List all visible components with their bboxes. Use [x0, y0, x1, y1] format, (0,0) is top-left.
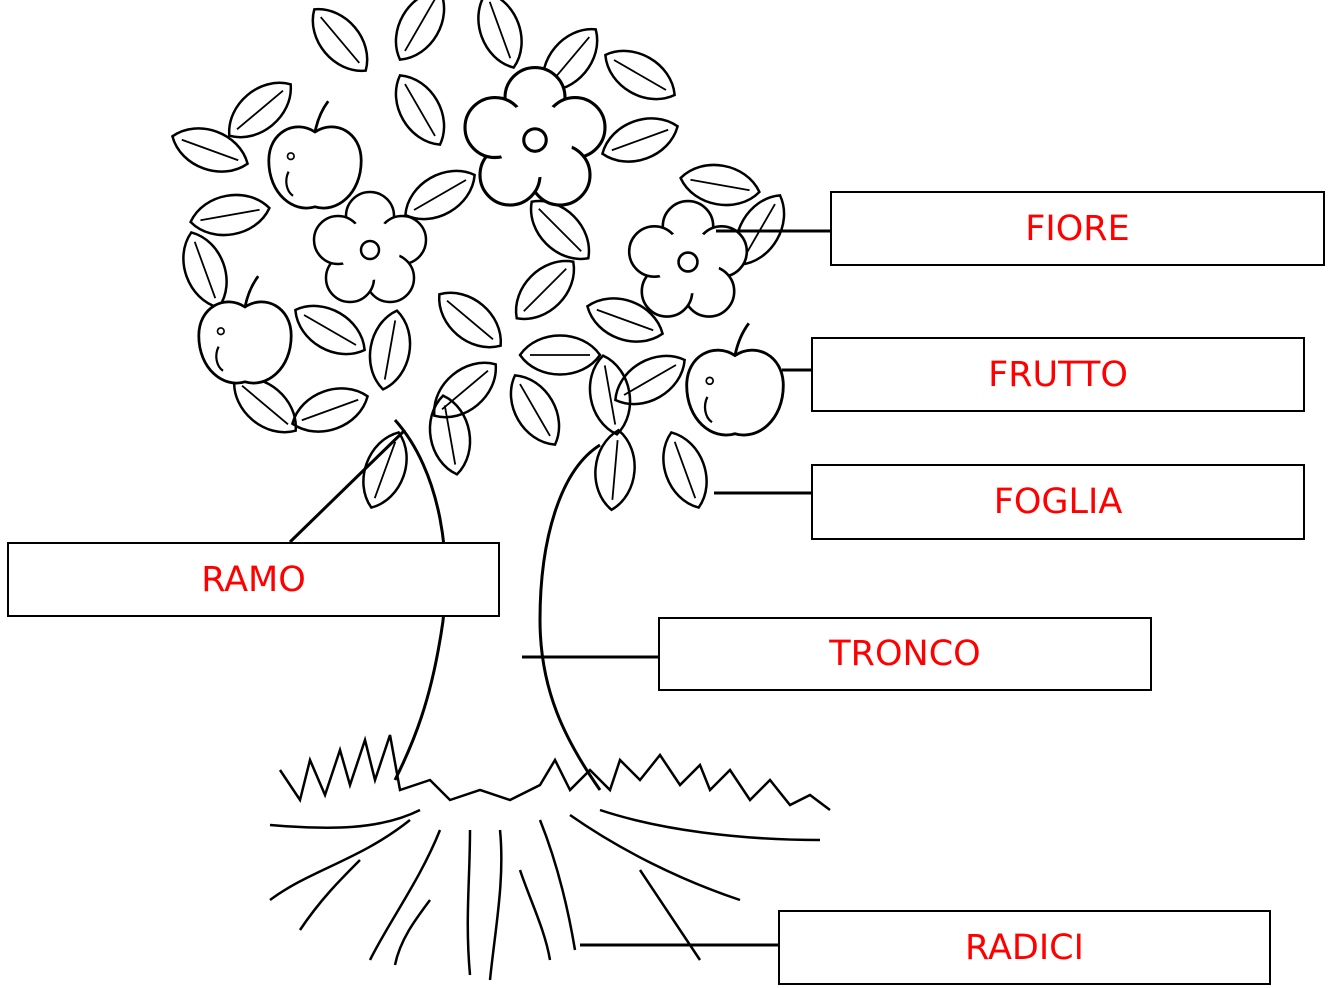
leader-lines	[288, 229, 830, 947]
flowers	[312, 65, 749, 318]
label-frutto: FRUTTO	[811, 337, 1305, 412]
grass	[278, 734, 831, 811]
label-ramo: RAMO	[7, 542, 500, 617]
trunk	[393, 418, 602, 791]
roots	[269, 808, 821, 981]
label-ramo-text: RAMO	[201, 559, 306, 600]
label-tronco: TRONCO	[658, 617, 1152, 691]
label-frutto-text: FRUTTO	[988, 354, 1128, 395]
label-radici: RADICI	[778, 910, 1271, 985]
label-fiore: FIORE	[830, 191, 1325, 266]
label-foglia: FOGLIA	[811, 464, 1305, 540]
label-fiore-text: FIORE	[1025, 208, 1130, 249]
label-tronco-text: TRONCO	[829, 634, 981, 674]
label-radici-text: RADICI	[965, 927, 1084, 968]
label-foglia-text: FOGLIA	[993, 482, 1123, 522]
